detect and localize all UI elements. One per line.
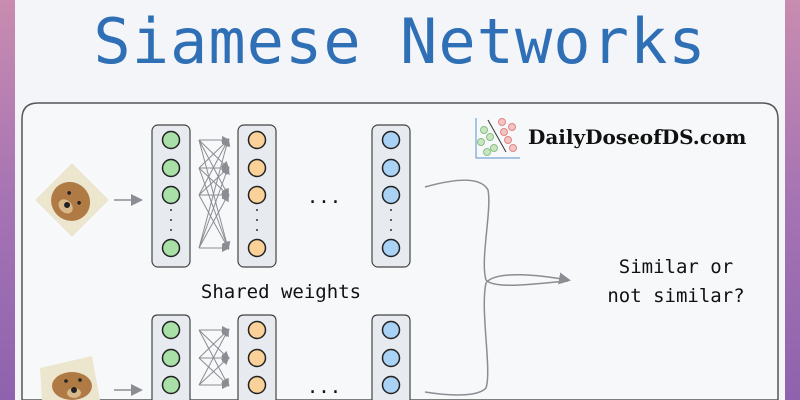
brand-logo-icon [475,118,520,159]
neuron [381,185,401,205]
neuron [161,238,181,258]
neuron [381,130,401,150]
output-label-line1: Similar or [619,256,733,278]
page-title: Siamese Networks [93,5,707,78]
neuron [161,375,181,395]
weight-connections [198,326,230,389]
neuron [381,238,401,258]
layers-ellipsis: ... [307,376,341,398]
neuron [247,348,267,368]
output-label-line2: not similar? [607,285,744,307]
input-layer [151,124,191,268]
neuron [161,185,181,205]
neuron [247,158,267,178]
shared-weights-label: Shared weights [201,281,361,303]
neuron [161,130,181,150]
hidden-layer [237,124,277,268]
dog-image [40,356,100,400]
output-layer [371,124,411,268]
neuron [247,375,267,395]
network-branch-2: ... [40,314,411,400]
neuron [381,158,401,178]
neuron [247,185,267,205]
neuron [247,320,267,340]
neuron [381,320,401,340]
layers-ellipsis: ... [307,186,341,208]
weight-connections [198,136,231,252]
brand-name: DailyDoseofDS.com [528,125,746,149]
merge-arrows [424,179,571,396]
input-layer [151,314,191,400]
hidden-layer [237,314,277,400]
neuron [161,348,181,368]
neuron [161,158,181,178]
neuron [161,320,181,340]
neuron [247,238,267,258]
neuron [381,348,401,368]
neuron [381,375,401,395]
output-layer [371,314,411,400]
neuron [247,130,267,150]
